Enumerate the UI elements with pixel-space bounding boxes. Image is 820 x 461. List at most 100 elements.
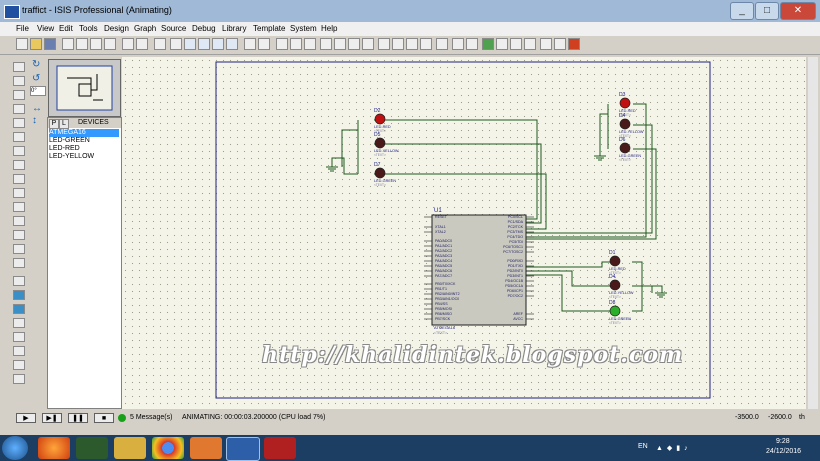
pause-button[interactable]: ❚❚ [68,413,88,423]
terminals-icon[interactable] [13,160,25,170]
print-area-icon[interactable] [104,38,116,50]
file-explorer-icon[interactable] [114,437,146,459]
symbol-icon[interactable] [13,360,25,370]
menu-view[interactable]: View [37,24,55,33]
block-delete-icon[interactable] [362,38,374,50]
pick-device-icon[interactable] [378,38,390,50]
grid-icon[interactable] [136,38,148,50]
redo-icon[interactable] [258,38,270,50]
rotation-angle-field[interactable]: 0° [30,86,46,96]
redraw-icon[interactable] [122,38,134,50]
text-script-icon[interactable] [13,118,25,128]
message-count[interactable]: 5 Message(s) [130,414,173,421]
play-button[interactable]: ▶ [16,413,36,423]
export-icon[interactable] [76,38,88,50]
language-indicator[interactable]: EN [638,443,648,450]
overview-window[interactable] [48,59,121,117]
make-device-icon[interactable] [392,38,404,50]
zoom-in-icon[interactable] [184,38,196,50]
property-assignment-icon[interactable] [466,38,478,50]
menu-help[interactable]: Help [321,24,338,33]
chrome-icon[interactable] [152,437,184,459]
text-icon[interactable] [13,346,25,356]
spreadsheet-app-icon[interactable] [76,437,108,459]
box-icon[interactable] [13,290,25,300]
firefox-icon[interactable] [38,437,70,459]
block-rotate-icon[interactable] [348,38,360,50]
line-icon[interactable] [13,276,25,286]
menu-library[interactable]: Library [222,24,247,33]
menu-source[interactable]: Source [161,24,187,33]
component-mode-icon[interactable] [13,76,25,86]
packaging-tool-icon[interactable] [406,38,418,50]
print-icon[interactable] [90,38,102,50]
voltage-probe-icon[interactable] [13,230,25,240]
library-manager-button[interactable]: L [59,119,69,129]
pan-icon[interactable] [170,38,182,50]
subcircuit-icon[interactable] [13,146,25,156]
decompose-icon[interactable] [420,38,432,50]
device-item[interactable]: LED-YELLOW [49,153,95,160]
arc-icon[interactable] [13,318,25,328]
junction-dot-icon[interactable] [13,90,25,100]
device-item[interactable]: LED-GREEN [49,137,90,144]
mirror-horizontal-icon[interactable]: ↔ [32,103,42,114]
new-sheet-icon[interactable] [482,38,494,50]
zoom-all-icon[interactable] [212,38,224,50]
path-icon[interactable] [13,332,25,342]
ares-taskbar-icon[interactable] [264,437,296,459]
rotate-anticlockwise-icon[interactable]: ↺ [32,73,41,84]
menu-debug[interactable]: Debug [192,24,216,33]
menu-file[interactable]: File [16,24,29,33]
electrical-rules-check-icon[interactable] [540,38,552,50]
pick-from-library-button[interactable]: P [49,119,59,129]
import-icon[interactable] [62,38,74,50]
current-probe-icon[interactable] [13,244,25,254]
netlist-icon[interactable] [554,38,566,50]
ares-icon[interactable] [568,38,580,50]
open-folder-icon[interactable] [30,38,42,50]
stop-button[interactable]: ■ [94,413,114,423]
xampp-icon[interactable] [190,437,222,459]
step-button[interactable]: ▶❚ [42,413,62,423]
exit-to-parent-icon[interactable] [510,38,522,50]
menu-graph[interactable]: Graph [134,24,157,33]
circle-icon[interactable] [13,304,25,314]
bill-of-materials-icon[interactable] [524,38,536,50]
mirror-vertical-icon[interactable]: ↕ [32,115,37,126]
marker-icon[interactable] [13,374,25,384]
device-pins-icon[interactable] [13,174,25,184]
wire-label-icon[interactable] [13,104,25,114]
wire-autorouter-icon[interactable] [436,38,448,50]
block-copy-icon[interactable] [320,38,332,50]
mcu-u1[interactable]: U1 ATMEGA16 <TEXT> RESETXTAL1XTAL2PA0/AD… [424,208,534,335]
minimize-button[interactable]: _ [730,2,754,20]
block-move-icon[interactable] [334,38,346,50]
menu-edit[interactable]: Edit [59,24,73,33]
maximize-button[interactable]: □ [755,2,779,20]
new-file-icon[interactable] [16,38,28,50]
cut-icon[interactable] [276,38,288,50]
bus-icon[interactable] [13,132,25,142]
isis-taskbar-icon[interactable] [226,437,260,461]
selection-mode-icon[interactable] [13,62,25,72]
menu-template[interactable]: Template [253,24,286,33]
rotate-clockwise-icon[interactable]: ↻ [32,59,41,70]
tape-recorder-icon[interactable] [13,202,25,212]
search-tag-icon[interactable] [452,38,464,50]
origin-icon[interactable] [154,38,166,50]
start-button[interactable] [2,436,28,460]
device-item[interactable]: ATMEGA16 [49,129,119,137]
remove-sheet-icon[interactable] [496,38,508,50]
save-icon[interactable] [44,38,56,50]
